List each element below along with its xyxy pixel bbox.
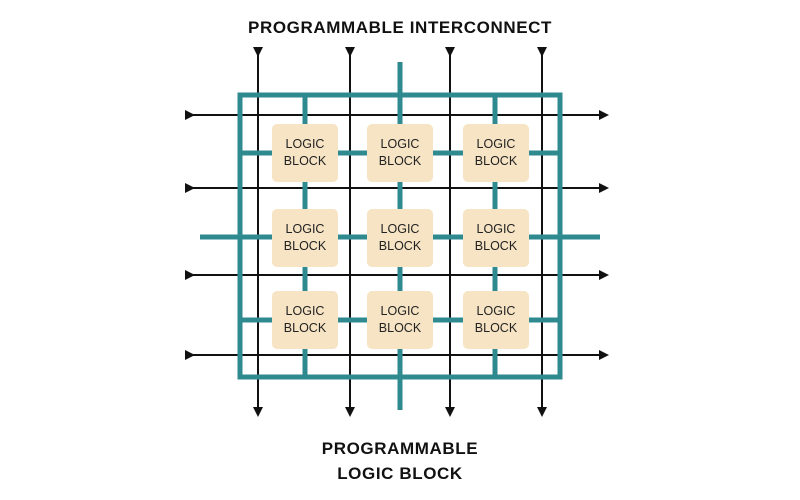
- logic-block-grid: LOGIC BLOCK LOGIC BLOCK LOGIC BLOCK LOGIC BLOCK…: [272, 124, 529, 349]
- logic-block-label-line2: BLOCK: [379, 239, 422, 253]
- logic-block: LOGIC BLOCK: [367, 209, 433, 267]
- diagram-title-programmable-interconnect: PROGRAMMABLE INTERCONNECT: [248, 18, 552, 37]
- logic-block-box: [272, 291, 338, 349]
- diagram-title-programmable-logic-block: PROGRAMMABLE LOGIC BLOCK: [0, 436, 800, 486]
- logic-block-box: [272, 209, 338, 267]
- logic-block: LOGIC BLOCK: [272, 209, 338, 267]
- programmable-interconnect: [200, 62, 600, 410]
- logic-block-label-line1: LOGIC: [286, 137, 325, 151]
- logic-block-label-line2: BLOCK: [284, 239, 327, 253]
- logic-block: LOGIC BLOCK: [367, 124, 433, 182]
- logic-block-label-line1: LOGIC: [381, 137, 420, 151]
- logic-block-label-line2: BLOCK: [475, 239, 518, 253]
- logic-block-box: [367, 124, 433, 182]
- logic-block: LOGIC BLOCK: [463, 291, 529, 349]
- title-bottom-line1: PROGRAMMABLE: [321, 439, 479, 458]
- logic-block-box: [463, 291, 529, 349]
- logic-block: LOGIC BLOCK: [367, 291, 433, 349]
- title-bottom-line2: LOGIC BLOCK: [337, 464, 463, 483]
- logic-block: LOGIC BLOCK: [272, 124, 338, 182]
- logic-block-label-line1: LOGIC: [477, 222, 516, 236]
- logic-block-label-line2: BLOCK: [379, 154, 422, 168]
- logic-block-box: [367, 209, 433, 267]
- logic-block-label-line2: BLOCK: [379, 321, 422, 335]
- logic-block-label-line1: LOGIC: [477, 137, 516, 151]
- logic-block-label-line1: LOGIC: [286, 222, 325, 236]
- logic-block-label-line2: BLOCK: [284, 154, 327, 168]
- logic-block-label-line2: BLOCK: [284, 321, 327, 335]
- logic-block-box: [463, 124, 529, 182]
- logic-block-box: [463, 209, 529, 267]
- logic-block-label-line1: LOGIC: [477, 304, 516, 318]
- logic-block-label-line2: BLOCK: [475, 154, 518, 168]
- logic-block-label-line1: LOGIC: [381, 222, 420, 236]
- logic-block: LOGIC BLOCK: [463, 124, 529, 182]
- logic-block: LOGIC BLOCK: [463, 209, 529, 267]
- logic-block-label-line1: LOGIC: [286, 304, 325, 318]
- logic-block-box: [272, 124, 338, 182]
- logic-block-box: [367, 291, 433, 349]
- logic-block-label-line1: LOGIC: [381, 304, 420, 318]
- logic-block: LOGIC BLOCK: [272, 291, 338, 349]
- logic-block-label-line2: BLOCK: [475, 321, 518, 335]
